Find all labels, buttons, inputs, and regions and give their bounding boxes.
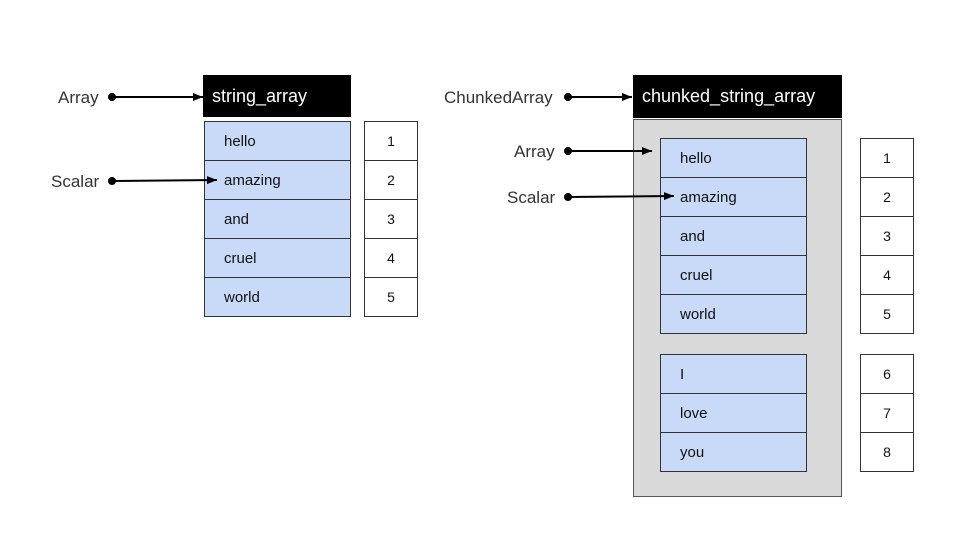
array-cell: hello — [204, 121, 351, 161]
index-cell: 7 — [860, 393, 914, 433]
index-cell: 6 — [860, 354, 914, 394]
array-cell: world — [204, 277, 351, 317]
chunk-array-pointer-arrow — [564, 147, 652, 155]
chunk-cell: cruel — [660, 255, 807, 295]
chunk-cell: amazing — [660, 177, 807, 217]
index-cell: 5 — [364, 277, 418, 317]
index-cell: 2 — [860, 177, 914, 217]
index-cell: 4 — [364, 238, 418, 278]
chunked-string-array-header: chunked_string_array — [633, 75, 842, 118]
array-cell: amazing — [204, 160, 351, 200]
chunk-cell: world — [660, 294, 807, 334]
chunked-array-label: ChunkedArray — [444, 88, 553, 107]
index-cell: 3 — [364, 199, 418, 239]
array-pointer-arrow — [108, 93, 203, 101]
chunk-cell: I — [660, 354, 807, 394]
scalar-pointer-arrow — [108, 176, 218, 185]
chunk-scalar-pointer-arrow — [564, 192, 675, 201]
chunk-cell: you — [660, 432, 807, 472]
array-cell: and — [204, 199, 351, 239]
chunked-array-pointer-arrow — [564, 93, 632, 101]
array-cell: cruel — [204, 238, 351, 278]
index-cell: 1 — [364, 121, 418, 161]
index-cell: 1 — [860, 138, 914, 178]
index-cell: 8 — [860, 432, 914, 472]
scalar-label: Scalar — [507, 188, 556, 207]
string-array-header: string_array — [203, 75, 351, 117]
index-cell: 2 — [364, 160, 418, 200]
array-label: Array — [514, 142, 555, 161]
chunk-cell: love — [660, 393, 807, 433]
chunk-cell: and — [660, 216, 807, 256]
index-cell: 3 — [860, 216, 914, 256]
index-cell: 4 — [860, 255, 914, 295]
array-label: Array — [58, 88, 99, 107]
index-cell: 5 — [860, 294, 914, 334]
scalar-label: Scalar — [51, 172, 100, 191]
